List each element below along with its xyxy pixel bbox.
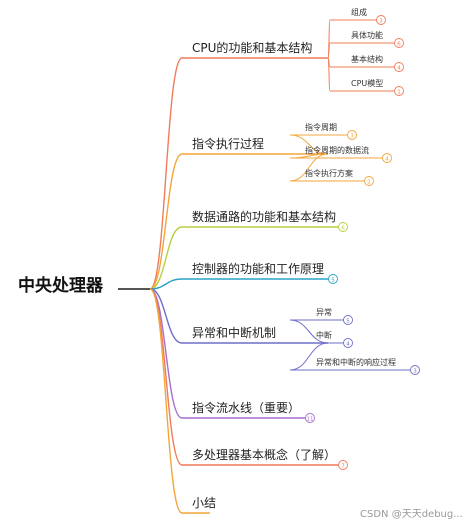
branch-1-child-1-label: 组成 bbox=[351, 8, 367, 17]
root-node-label: 中央处理器 bbox=[18, 276, 103, 296]
branch-5-child-3-label: 异常和中断的响应过程 bbox=[316, 358, 396, 367]
branch-2-child-2-label: 指令周期的数据流 bbox=[305, 146, 369, 155]
branch-1-label: CPU的功能和基本结构 bbox=[192, 41, 313, 55]
branch-7-badge-circle bbox=[338, 460, 348, 470]
branch-2-child-1-badge-circle bbox=[347, 130, 357, 140]
branch-1-child-2-link bbox=[327, 42, 331, 59]
branch-2-child-3-badge-circle bbox=[364, 176, 374, 186]
branch-3-link bbox=[149, 226, 183, 290]
branch-8-label: 小结 bbox=[192, 496, 217, 510]
branch-8-link bbox=[149, 288, 183, 514]
branch-3-label: 数据通路的功能和基本结构 bbox=[192, 210, 337, 224]
branch-1-child-2-label: 具体功能 bbox=[351, 31, 383, 40]
branch-5-child-2-badge-circle bbox=[343, 338, 353, 348]
branch-2-child-3-label: 指令执行方案 bbox=[305, 169, 353, 178]
branch-5-link bbox=[149, 288, 183, 344]
branch-2-child-1-badge-count: 3 bbox=[350, 133, 354, 139]
branch-2-child-2-badge-circle bbox=[382, 153, 392, 163]
branch-2-child-2-badge-count: 4 bbox=[385, 156, 389, 162]
branch-5-child-2-label: 中断 bbox=[316, 331, 332, 340]
branch-2-child-1-label: 指令周期 bbox=[305, 123, 337, 132]
watermark: CSDN @天天debug... bbox=[360, 509, 463, 520]
branch-5-child-2-badge-count: 4 bbox=[346, 341, 350, 347]
branch-1-child-4-link bbox=[327, 57, 331, 92]
branch-6-badge-circle bbox=[305, 413, 315, 423]
branch-5-child-3-badge-circle bbox=[410, 365, 420, 375]
branch-1-child-2-badge-count: 6 bbox=[397, 41, 401, 47]
branch-1-child-3-badge-circle bbox=[394, 62, 404, 72]
branch-3-badge-count: 6 bbox=[341, 225, 345, 231]
branch-5-child-1-badge-count: 5 bbox=[346, 318, 350, 324]
branch-1-child-3-badge-count: 4 bbox=[397, 65, 401, 71]
branch-1-child-4-label: CPU模型 bbox=[351, 79, 384, 88]
branch-2-child-3-badge-count: 2 bbox=[367, 179, 371, 185]
branch-5-child-1-label: 异常 bbox=[316, 308, 332, 317]
branch-2-link bbox=[149, 153, 183, 290]
branch-5-child-3-link bbox=[289, 342, 329, 371]
branch-1-child-1-badge-circle bbox=[376, 15, 386, 25]
branch-4-link bbox=[149, 278, 183, 290]
branch-1-child-1-badge-count: 3 bbox=[379, 18, 383, 24]
branch-6-label: 指令流水线（重要） bbox=[192, 401, 301, 415]
branch-4-label: 控制器的功能和工作原理 bbox=[192, 262, 325, 276]
branch-1-child-4-badge-count: 1 bbox=[397, 89, 401, 95]
branch-1-child-4-badge-circle bbox=[394, 86, 404, 96]
branch-2-label: 指令执行过程 bbox=[192, 137, 265, 151]
branch-2-child-3-link bbox=[289, 153, 329, 182]
branch-3-badge-circle bbox=[338, 222, 348, 232]
branch-1-link bbox=[149, 57, 183, 290]
branch-5-label: 异常和中断机制 bbox=[192, 326, 277, 340]
branch-2-child-1-link bbox=[289, 134, 329, 155]
branch-7-badge-count: 7 bbox=[341, 463, 345, 469]
branch-4-badge-circle bbox=[328, 274, 338, 284]
branch-4-badge-count: 5 bbox=[331, 277, 335, 283]
branch-1-child-2-badge-circle bbox=[394, 38, 404, 48]
branch-1-child-3-label: 基本结构 bbox=[351, 55, 383, 64]
branch-5-child-1-badge-circle bbox=[343, 315, 353, 325]
branch-7-label: 多处理器基本概念（了解） bbox=[192, 448, 337, 462]
branch-6-badge-count: 11 bbox=[307, 416, 314, 422]
branch-5-child-3-badge-count: 3 bbox=[413, 368, 417, 374]
branch-5-child-1-link bbox=[289, 319, 329, 344]
